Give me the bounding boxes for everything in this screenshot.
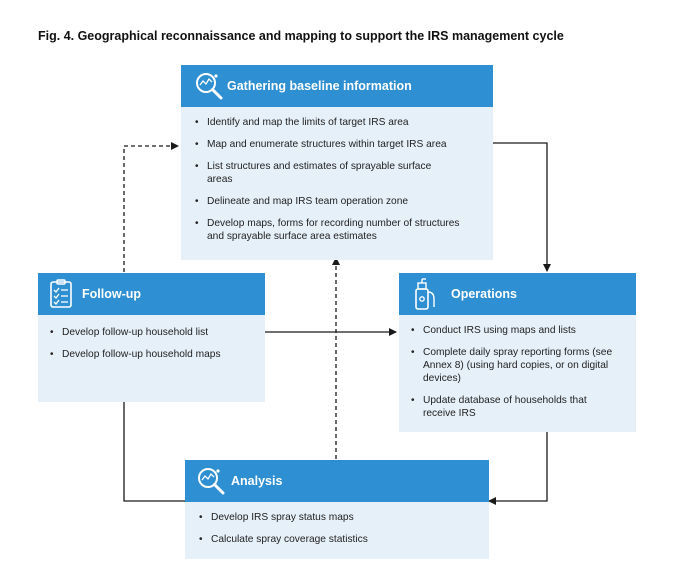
magnifier-chart-icon [195,465,227,500]
box-operations-body: Conduct IRS using maps and lists Complet… [399,315,636,432]
box-followup-title: Follow-up [82,287,142,301]
list-item: Map and enumerate structures within targ… [193,138,479,151]
box-operations: Operations Conduct IRS using maps and li… [399,273,636,432]
box-gathering-title: Gathering baseline information [227,79,412,93]
box-gathering-baseline: Gathering baseline information Identify … [181,65,493,260]
arrow-operations-to-analysis [488,432,548,505]
magnifier-chart-icon [193,70,225,105]
list-item: Calculate spray coverage statistics [197,533,475,546]
box-analysis-header: Analysis [185,460,489,502]
box-analysis-title: Analysis [231,474,283,488]
list-item: Develop follow-up household maps [48,348,237,361]
box-gathering-header: Gathering baseline information [181,65,493,107]
list-item: List structures and estimates of sprayab… [193,160,452,186]
list-item: Develop follow-up household list [48,326,251,339]
box-gathering-body: Identify and map the limits of target IR… [181,107,493,260]
list-item: Develop IRS spray status maps [197,511,475,524]
arrow-analysis-to-followup [120,387,185,502]
box-analysis-body: Develop IRS spray status maps Calculate … [185,502,489,559]
list-item: Develop maps, forms for recording number… [193,217,477,243]
box-operations-title: Operations [451,287,517,301]
box-followup-body: Develop follow-up household list Develop… [38,315,265,402]
checklist-clipboard-icon [48,279,74,312]
list-item: Identify and map the limits of target IR… [193,116,479,129]
box-followup-header: Follow-up [38,273,265,315]
box-operations-header: Operations [399,273,636,315]
figure-title: Fig. 4. Geographical reconnaissance and … [38,29,564,43]
box-followup: Follow-up Develop follow-up household li… [38,273,265,402]
arrow-followup-to-gathering-dashed [123,142,179,272]
sprayer-icon [412,277,438,314]
list-item: Conduct IRS using maps and lists [409,324,624,337]
list-item: Delineate and map IRS team operation zon… [193,195,479,208]
arrow-gathering-to-operations [493,142,551,272]
list-item: Update database of households that recei… [409,394,613,420]
box-analysis: Analysis Develop IRS spray status maps C… [185,460,489,559]
list-item: Complete daily spray reporting forms (se… [409,346,624,385]
